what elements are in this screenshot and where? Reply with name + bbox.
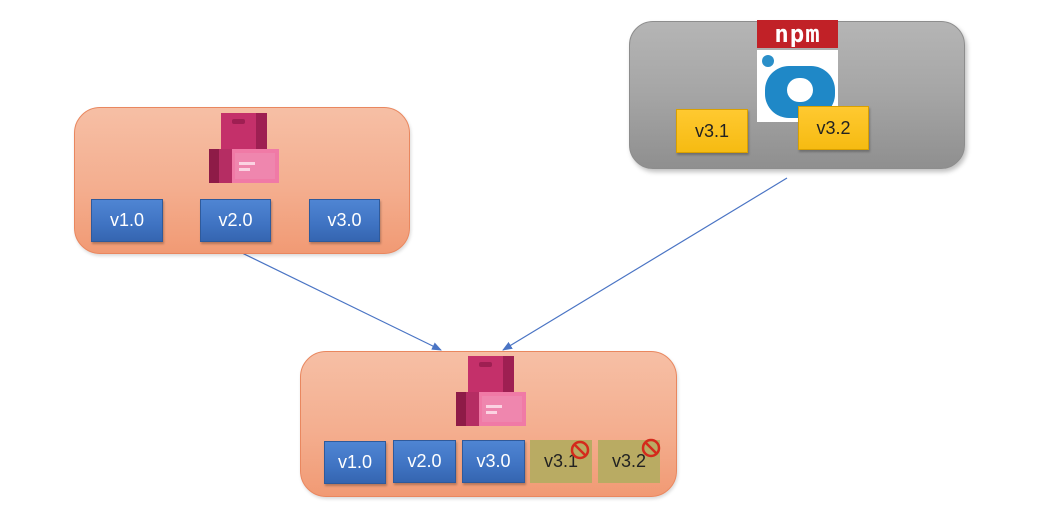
arrow-left-to-bottom — [239, 251, 442, 351]
npm-blob-icon — [757, 50, 838, 122]
blocked-icon — [641, 438, 661, 458]
version-tag: v1.0 — [324, 441, 386, 484]
npm-wordmark: npm — [757, 20, 838, 48]
version-tag: v3.1 — [676, 109, 748, 153]
arrow-npm-to-bottom — [502, 177, 788, 351]
version-tag: v3.0 — [309, 199, 380, 242]
version-tag: v3.2 — [798, 106, 869, 150]
version-tag: v2.0 — [200, 199, 271, 242]
blocked-icon — [570, 440, 590, 460]
version-tag: v1.0 — [91, 199, 163, 242]
version-tag: v3.0 — [462, 440, 525, 483]
version-tag: v2.0 — [393, 440, 456, 483]
package-icon — [456, 356, 526, 426]
blocked-version-tag: v3.1 — [530, 440, 592, 483]
package-icon — [209, 113, 279, 183]
npm-logo: npm — [757, 20, 838, 122]
